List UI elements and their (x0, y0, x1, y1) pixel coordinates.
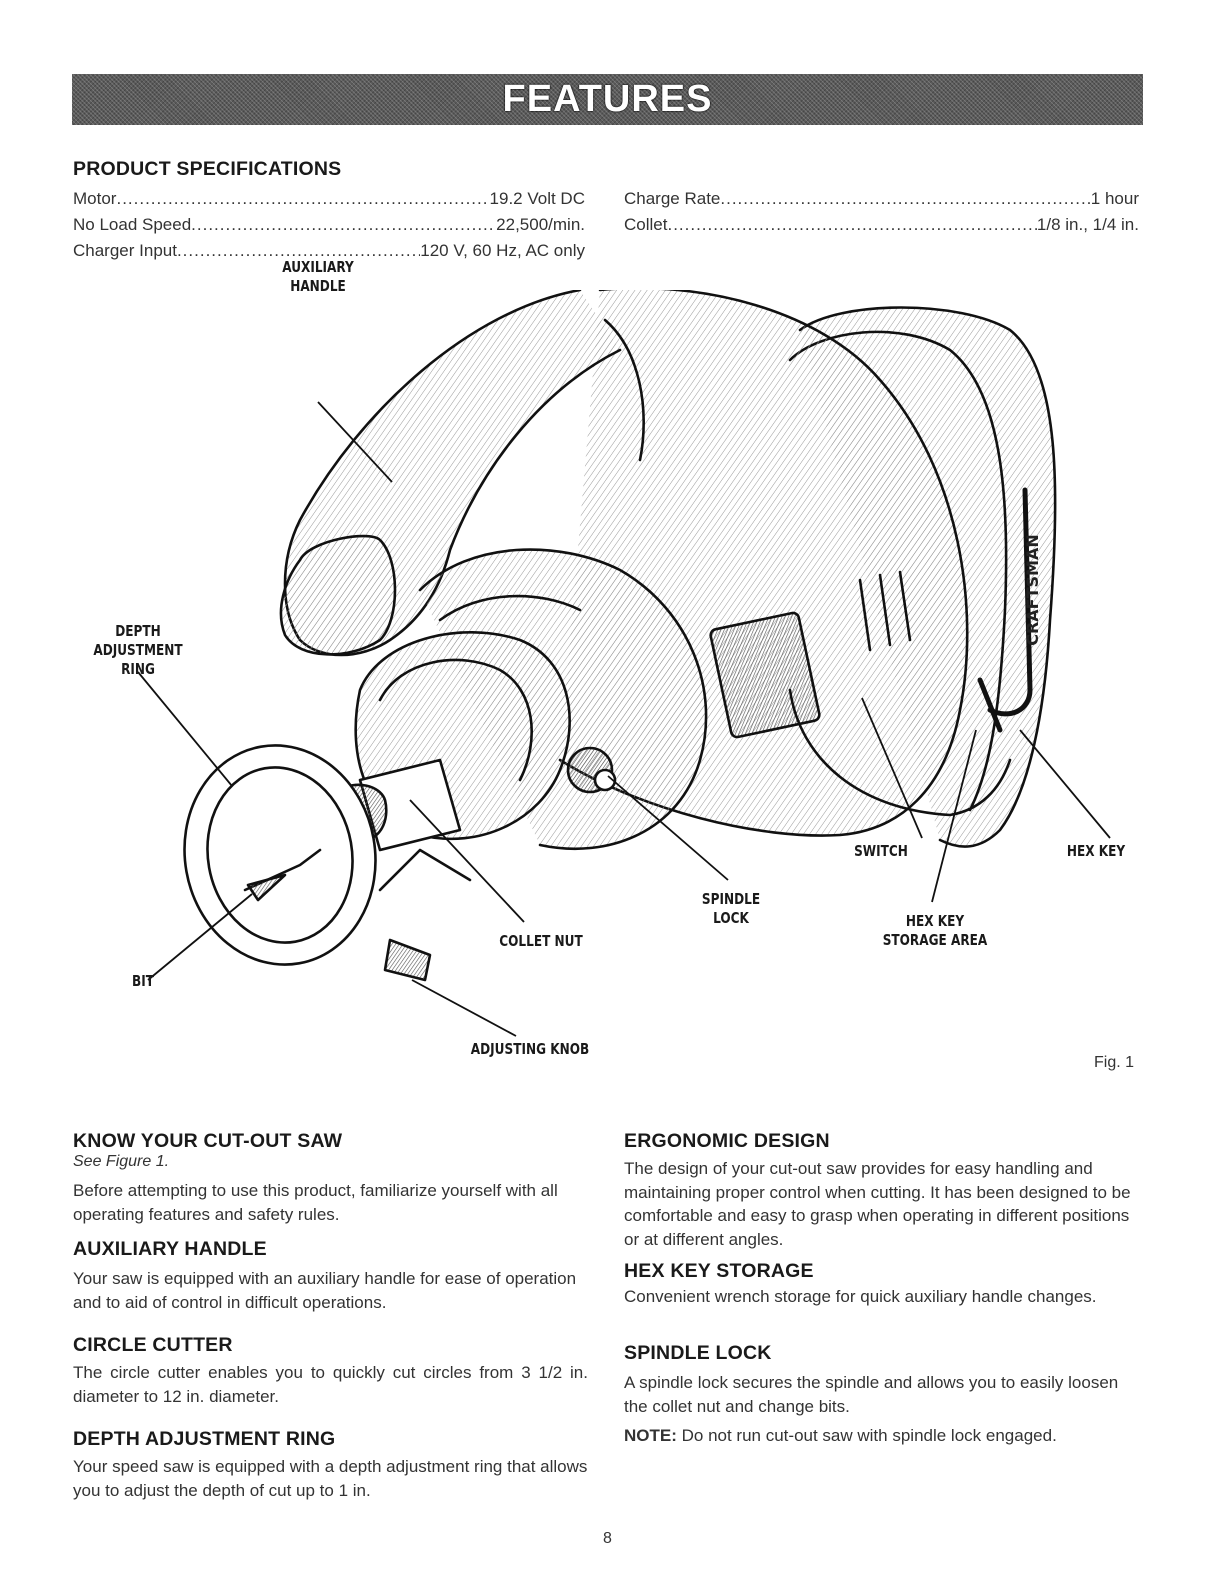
section-note: NOTE: Do not run cut-out saw with spindl… (624, 1424, 1142, 1448)
section-auxiliary-handle: AUXILIARY HANDLE Your saw is equipped wi… (73, 1238, 588, 1314)
spec-row: Charge Rate 1 hour (624, 186, 1139, 212)
section-subheading: See Figure 1. (73, 1153, 170, 1170)
section-heading: KNOW YOUR CUT-OUT SAW (73, 1130, 343, 1152)
spec-label: Collet (624, 215, 668, 234)
spec-label: Motor (73, 189, 117, 208)
section-text: A spindle lock secures the spindle and a… (624, 1373, 1119, 1416)
features-banner: FEATURES (72, 74, 1143, 125)
section-heading: HEX KEY STORAGE (624, 1260, 814, 1282)
label-hex-key: HEX KEY (1066, 842, 1126, 860)
spec-row: Collet 1/8 in., 1/4 in. (624, 212, 1139, 238)
section-depth-adjustment-ring: DEPTH ADJUSTMENT RING Your speed saw is … (73, 1428, 588, 1502)
spec-value: 19.2 Volt DC (489, 189, 585, 208)
spec-value: 22,500/min. (496, 215, 585, 234)
section-ergonomic-design: ERGONOMIC DESIGN The design of your cut-… (624, 1130, 1142, 1251)
section-circle-cutter: CIRCLE CUTTER The circle cutter enables … (73, 1334, 588, 1408)
spec-label: Charger Input (73, 241, 177, 260)
banner-title: FEATURES (502, 78, 713, 120)
spec-row: No Load Speed 22,500/min. (73, 212, 585, 238)
section-text: Your saw is equipped with an auxiliary h… (73, 1269, 577, 1312)
label-spindle-lock: SPINDLE LOCK (701, 890, 761, 927)
page-number: 8 (603, 1530, 612, 1547)
spec-row: Charger Input 120 V, 60 Hz, AC only (73, 238, 585, 264)
note-label: NOTE: (624, 1426, 677, 1445)
section-heading: AUXILIARY HANDLE (73, 1238, 267, 1260)
note-text: Do not run cut-out saw with spindle lock… (681, 1426, 1057, 1445)
section-text: Your speed saw is equipped with a depth … (73, 1457, 588, 1500)
section-text: The circle cutter enables you to quickly… (73, 1363, 588, 1406)
label-adjusting-knob: ADJUSTING KNOB (470, 1040, 590, 1058)
label-hex-key-storage-area: HEX KEY STORAGE AREA (882, 912, 988, 949)
section-spindle-lock: SPINDLE LOCK A spindle lock secures the … (624, 1342, 1142, 1448)
specs-left-column: Motor 19.2 Volt DC No Load Speed 22,500/mi… (73, 186, 585, 264)
specs-right-column: Charge Rate 1 hour Collet 1/8 in., 1/4 in. (624, 186, 1139, 238)
section-hex-key-storage: HEX KEY STORAGE Convenient wrench storag… (624, 1260, 1142, 1309)
section-heading: ERGONOMIC DESIGN (624, 1130, 830, 1152)
spec-row: Motor 19.2 Volt DC (73, 186, 585, 212)
section-heading: CIRCLE CUTTER (73, 1334, 233, 1356)
specs-heading: PRODUCT SPECIFICATIONS (73, 158, 342, 180)
label-bit: BIT (132, 972, 154, 990)
spec-label: No Load Speed (73, 215, 192, 234)
section-heading: DEPTH ADJUSTMENT RING (73, 1428, 336, 1450)
section-text: Convenient wrench storage for quick auxi… (624, 1287, 1097, 1306)
label-auxiliary-handle: AUXILIARY HANDLE (282, 258, 354, 295)
section-text: The design of your cut-out saw provides … (624, 1159, 1131, 1249)
spec-value: 1/8 in., 1/4 in. (1036, 215, 1139, 234)
figure-caption: Fig. 1 (1094, 1054, 1135, 1071)
label-collet-nut: COLLET NUT (499, 932, 583, 950)
spec-value: 120 V, 60 Hz, AC only (420, 241, 585, 260)
spec-label: Charge Rate (624, 189, 721, 208)
section-heading: SPINDLE LOCK (624, 1342, 772, 1364)
brand-text: CRAFTSMAN (1023, 534, 1042, 646)
section-text: Before attempting to use this product, f… (73, 1181, 558, 1224)
label-depth-adjustment-ring: DEPTH ADJUSTMENT RING (93, 622, 183, 678)
section-know-your-saw: KNOW YOUR CUT-OUT SAW See Figure 1. Befo… (73, 1130, 588, 1226)
label-switch: SWITCH (854, 842, 908, 860)
cutout-saw-illustration: CRAFTSMAN (137, 290, 1111, 1037)
spec-value: 1 hour (1090, 189, 1139, 208)
